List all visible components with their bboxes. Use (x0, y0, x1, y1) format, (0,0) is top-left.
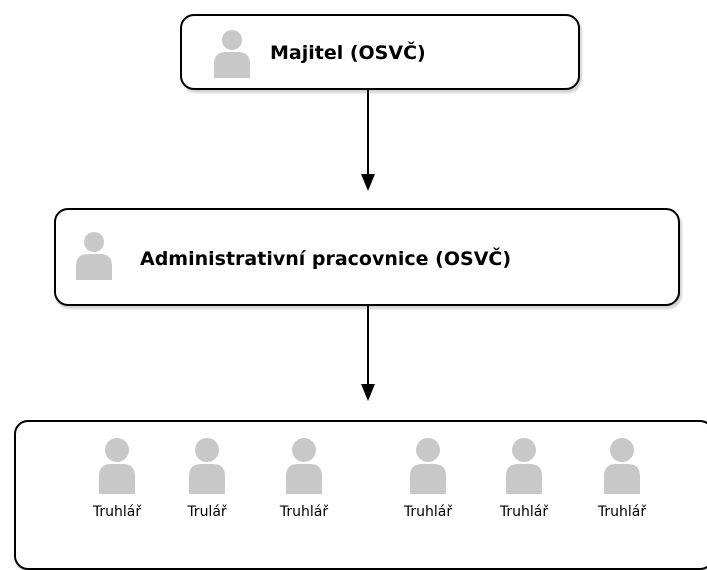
connector-line (367, 306, 369, 386)
worker-label: Truhlář (499, 504, 549, 520)
worker-label: Truhlář (403, 504, 453, 520)
worker-node: Truhlář (582, 438, 662, 520)
worker-label: Truhlář (597, 504, 647, 520)
owner-label: Majitel (OSVČ) (270, 42, 426, 64)
workers-group (14, 420, 707, 570)
worker-label: Truhlář (92, 504, 142, 520)
admin-label: Administrativní pracovnice (OSVČ) (140, 248, 512, 270)
person-icon (504, 438, 544, 498)
person-icon (74, 232, 114, 280)
worker-node: Truhlář (264, 438, 344, 520)
worker-label: Truhlář (279, 504, 329, 520)
person-icon (602, 438, 642, 498)
person-icon (212, 30, 252, 78)
worker-node: Truhlář (77, 438, 157, 520)
worker-label: Trulář (187, 504, 227, 520)
person-icon (187, 438, 227, 498)
person-icon (284, 438, 324, 498)
arrow-head (361, 384, 375, 401)
owner-node: Majitel (OSVČ) (180, 14, 580, 90)
worker-node: Truhlář (388, 438, 468, 520)
arrow-head (361, 174, 375, 191)
admin-node: Administrativní pracovnice (OSVČ) (54, 208, 680, 306)
worker-node: Trulář (167, 438, 247, 520)
worker-node: Truhlář (484, 438, 564, 520)
connector-line (367, 90, 369, 176)
person-icon (97, 438, 137, 498)
person-icon (408, 438, 448, 498)
